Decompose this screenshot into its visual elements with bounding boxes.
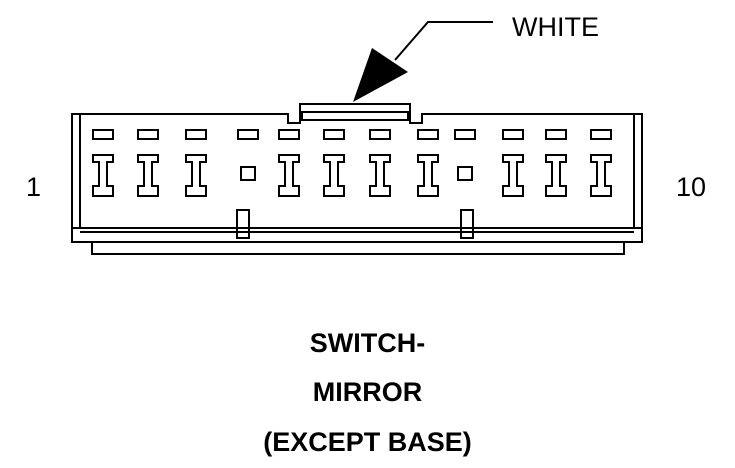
wire-color-label: WHITE <box>512 12 599 42</box>
empty-cavity <box>457 166 473 181</box>
title-line-3: (EXCEPT BASE) <box>263 427 472 457</box>
terminal-cavity <box>417 154 439 197</box>
arrow-icon <box>353 48 408 102</box>
cavity-slot <box>590 129 612 140</box>
title-line-2: MIRROR <box>312 377 423 407</box>
cavity-slot <box>502 129 524 140</box>
cavity-slot <box>454 129 476 140</box>
cavity-slot <box>369 129 391 140</box>
cavity-slot <box>545 129 567 140</box>
terminal-cavity <box>590 154 612 197</box>
connector-housing <box>71 103 643 243</box>
terminal-cavity <box>545 154 567 197</box>
locking-latch <box>301 111 409 121</box>
leader-line <box>394 21 493 61</box>
cavity-slot <box>417 129 439 140</box>
connector-base <box>91 241 625 255</box>
pin-number-first: 1 <box>26 172 42 202</box>
terminal-cavity <box>137 154 159 197</box>
key-rib-left <box>236 209 250 239</box>
terminal-cavity <box>185 154 207 197</box>
cavity-slot <box>137 129 159 140</box>
empty-cavity <box>240 166 256 181</box>
cavity-slot <box>185 129 207 140</box>
cavity-slot <box>237 129 259 140</box>
terminal-cavity <box>502 154 524 197</box>
cavity-slot <box>278 129 300 140</box>
terminal-cavity <box>92 154 114 197</box>
cavity-slot <box>323 129 345 140</box>
title-line-1: SWITCH- <box>309 328 426 358</box>
terminal-cavity <box>278 154 300 197</box>
terminal-cavity <box>369 154 391 197</box>
terminal-cavity <box>323 154 345 197</box>
pin-number-last: 10 <box>676 172 707 202</box>
cavity-slot <box>92 129 114 140</box>
key-rib-right <box>460 209 474 239</box>
